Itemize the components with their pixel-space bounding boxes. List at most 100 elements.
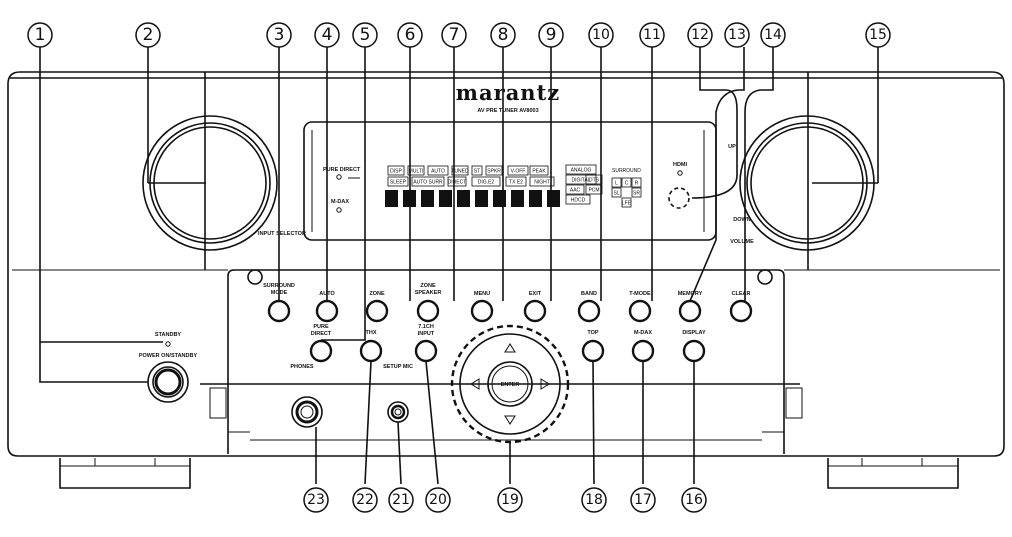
pure-direct-label-2: DIRECT <box>311 331 332 337</box>
pure-direct-button[interactable] <box>309 339 333 363</box>
surround-mode-button[interactable] <box>267 299 291 323</box>
memory-label: MEMORY <box>678 291 703 297</box>
zone-speaker-button[interactable] <box>416 299 440 323</box>
callout-2: 2 <box>135 22 161 48</box>
arrow-up-icon[interactable] <box>504 343 516 353</box>
callout-14: 14 <box>760 22 786 48</box>
setup-mic-jack[interactable] <box>387 401 409 423</box>
svg-text:16: 16 <box>685 492 703 508</box>
pure-direct-led-label: PURE DIRECT <box>323 167 361 173</box>
display-indicator-row1-0: DISP <box>390 169 402 175</box>
m-dax-led <box>336 207 342 213</box>
surround-channel-0: L <box>615 181 618 187</box>
top-label: TOP <box>587 330 599 336</box>
display-indicator-row1-2-box <box>427 165 449 176</box>
callout-8: 8 <box>490 22 516 48</box>
left-foot <box>59 458 191 489</box>
surround-channel-1: C <box>625 181 629 187</box>
enter-button[interactable] <box>487 361 533 407</box>
arrow-down-icon[interactable] <box>504 415 516 425</box>
arrow-left-icon[interactable] <box>470 378 480 390</box>
t-mode-button[interactable] <box>628 299 652 323</box>
callout-22: 22 <box>352 487 378 513</box>
svg-text:13: 13 <box>728 27 746 43</box>
enter-label: ENTER <box>501 382 520 388</box>
callout-3: 3 <box>266 22 292 48</box>
display-indicator-row2-3: DIG.E2 <box>478 180 495 186</box>
thx-button[interactable] <box>359 339 383 363</box>
callout-11: 11 <box>639 22 665 48</box>
7-1ch-input-button[interactable] <box>414 339 438 363</box>
fl-display-digits <box>385 190 560 207</box>
svg-text:11: 11 <box>643 27 661 43</box>
m-dax-button[interactable] <box>631 339 655 363</box>
auto-button[interactable] <box>315 299 339 323</box>
input-selector-label: INPUT SELECTOR <box>258 231 306 237</box>
callout-6: 6 <box>397 22 423 48</box>
callout-1: 1 <box>27 22 53 48</box>
display-input-indicator-1: DIGITAL <box>571 178 590 184</box>
svg-text:20: 20 <box>429 492 447 508</box>
leader-lines <box>39 47 879 485</box>
top-button[interactable] <box>581 339 605 363</box>
callout-5: 5 <box>352 22 378 48</box>
svg-text:6: 6 <box>405 25 416 45</box>
arrow-right-icon[interactable] <box>540 378 550 390</box>
setup-mic-label: SETUP MIC <box>383 364 413 370</box>
display-input-indicator-2: AAC <box>570 188 581 194</box>
display-indicator-row2-4-box <box>505 176 527 187</box>
display-input-indicator-2-box <box>565 184 585 195</box>
svg-text:1: 1 <box>35 25 46 45</box>
phones-label: PHONES <box>290 364 314 370</box>
surround-channel-0-box <box>611 177 622 188</box>
band-button[interactable] <box>577 299 601 323</box>
callout-21: 21 <box>388 487 414 513</box>
svg-text:14: 14 <box>764 27 782 43</box>
menu-button[interactable] <box>470 299 494 323</box>
display-input-indicator-5-box <box>565 194 591 205</box>
exit-label: EXIT <box>529 291 542 297</box>
callout-16: 16 <box>681 487 707 513</box>
surround-channel-1-box <box>621 177 632 188</box>
display-button[interactable] <box>682 339 706 363</box>
svg-text:23: 23 <box>307 492 325 508</box>
display-input-indicator-0: ANALOG <box>571 168 592 174</box>
phones-jack[interactable] <box>291 396 323 428</box>
callout-10: 10 <box>588 22 614 48</box>
m-dax-led-label: M-DAX <box>331 199 349 205</box>
surround-channel-4: SR <box>633 191 640 197</box>
callout-7: 7 <box>441 22 467 48</box>
callout-23: 23 <box>303 487 329 513</box>
exit-button[interactable] <box>523 299 547 323</box>
svg-text:21: 21 <box>392 492 410 508</box>
display-indicator-row2-1-box <box>411 176 445 187</box>
cursor-pad[interactable] <box>459 333 561 435</box>
display-label: DISPLAY <box>682 330 706 336</box>
display-indicator-row2-0: SLEEP <box>390 180 407 186</box>
memory-button[interactable] <box>678 299 702 323</box>
standby-label: STANDBY <box>155 332 182 338</box>
power-button[interactable] <box>147 361 189 403</box>
callout-20: 20 <box>425 487 451 513</box>
display-indicator-row2-2-box <box>447 176 467 187</box>
callout-18: 18 <box>581 487 607 513</box>
display-indicator-row2-2: DIRECT <box>448 180 467 186</box>
display-indicator-row1-6: V-OFF <box>511 169 526 175</box>
brand-logo: marantz <box>456 80 560 105</box>
display-indicator-row1-3: TUNED <box>451 169 469 175</box>
display-indicator-row1-2: AUTO <box>431 169 445 175</box>
svg-text:8: 8 <box>498 25 509 45</box>
zone-button[interactable] <box>365 299 389 323</box>
surround-channel-3: SL <box>613 191 619 197</box>
svg-text:18: 18 <box>585 492 603 508</box>
callout-9: 9 <box>538 22 564 48</box>
remote-sensor <box>668 187 690 209</box>
svg-text:10: 10 <box>592 27 610 43</box>
callout-12: 12 <box>687 22 713 48</box>
7-1ch-input-label-2: INPUT <box>418 331 435 337</box>
clear-button[interactable] <box>729 299 753 323</box>
surround-channel-2-box <box>631 177 642 188</box>
svg-text:12: 12 <box>691 27 709 43</box>
